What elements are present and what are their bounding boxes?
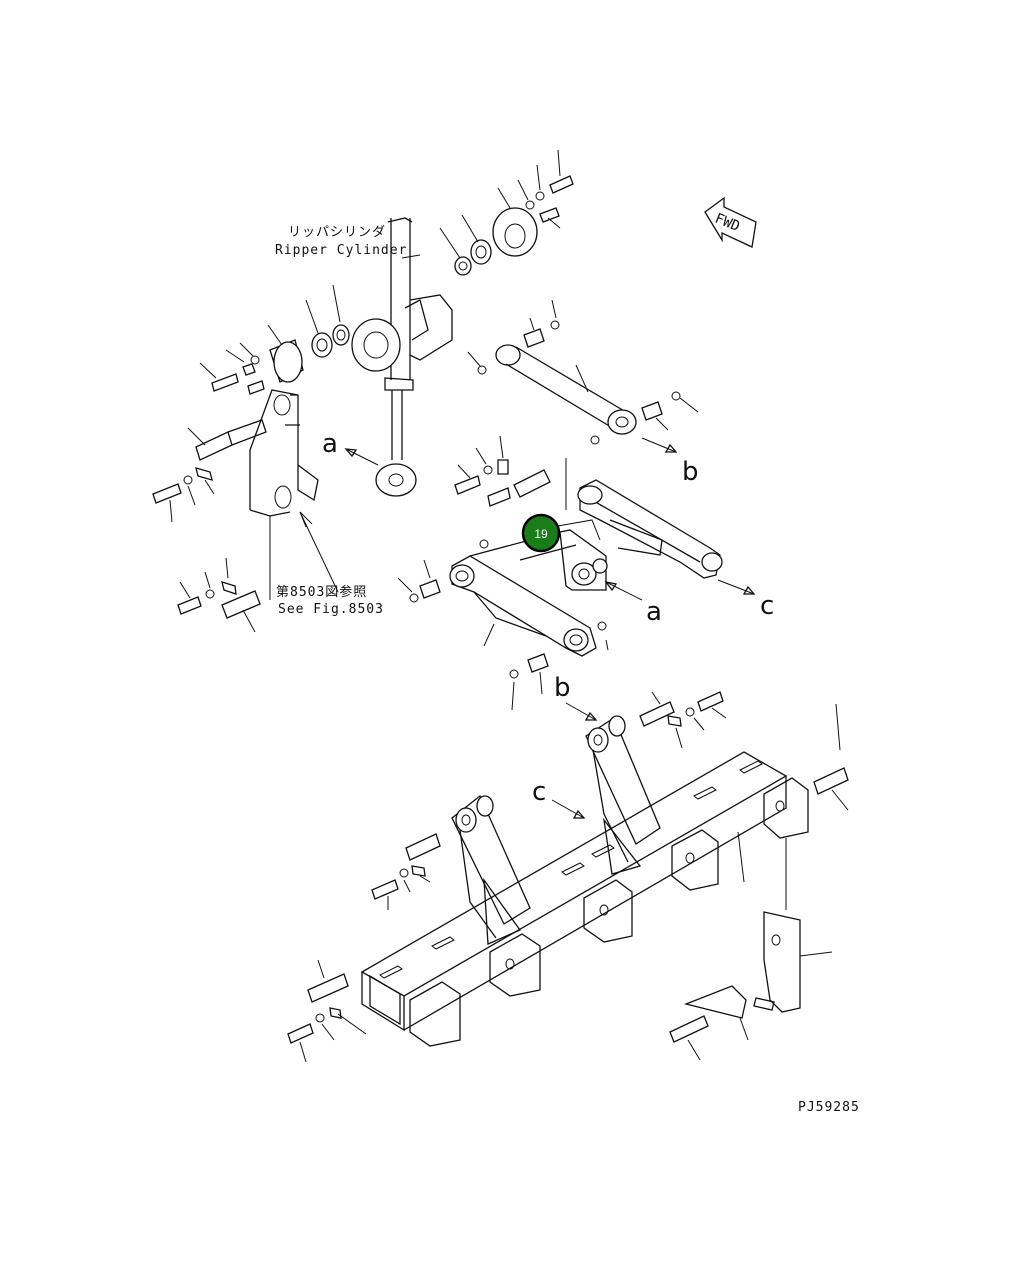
left-trunnion-parts (199, 284, 350, 395)
ref-a-label-2: a (646, 597, 662, 627)
ripper-cylinder-en-label: Ripper Cylinder (275, 243, 407, 258)
see-fig-jp-label: 第8503図参照 (276, 584, 367, 600)
right-trunnion-parts (439, 149, 574, 276)
callout-19-number: 19 (534, 527, 548, 541)
fwd-arrow-icon: FWD (704, 196, 757, 248)
shank-and-tip (669, 838, 833, 1061)
ref-arrow-b2: b (554, 673, 598, 721)
left-support-plate: 第8503図参照 See Fig.8503 (249, 389, 384, 617)
ripper-cylinder-jp-label: リッパシリンダ (288, 225, 386, 240)
left-pins-bolts (152, 419, 267, 633)
ripper-beam (360, 715, 809, 1047)
lower-pins-bolts (287, 691, 849, 1063)
ref-arrow-a2: a (604, 581, 662, 627)
ref-b-label-2: b (554, 673, 571, 703)
ref-c-label-1: c (760, 591, 774, 621)
ref-arrow-c1: c (717, 579, 774, 621)
middle-pins (454, 435, 600, 510)
ref-b-label-1: b (682, 457, 699, 487)
drawing-code: PJ59285 (798, 1100, 860, 1115)
ref-a-label-1: a (322, 429, 338, 459)
ripper-frame-link (397, 479, 723, 711)
callout-19[interactable]: 19 (521, 513, 561, 553)
callout-19-leader (557, 519, 601, 541)
see-fig-en-label: See Fig.8503 (278, 602, 384, 617)
ref-arrow-b1: b (641, 437, 699, 487)
ripper-cylinder-assembly: リッパシリンダ Ripper Cylinder (275, 217, 453, 497)
ref-arrow-a1: a (322, 429, 379, 466)
ref-arrow-c2: c (532, 777, 586, 819)
tilt-link-rod (467, 299, 699, 435)
ref-c-label-2: c (532, 777, 546, 807)
